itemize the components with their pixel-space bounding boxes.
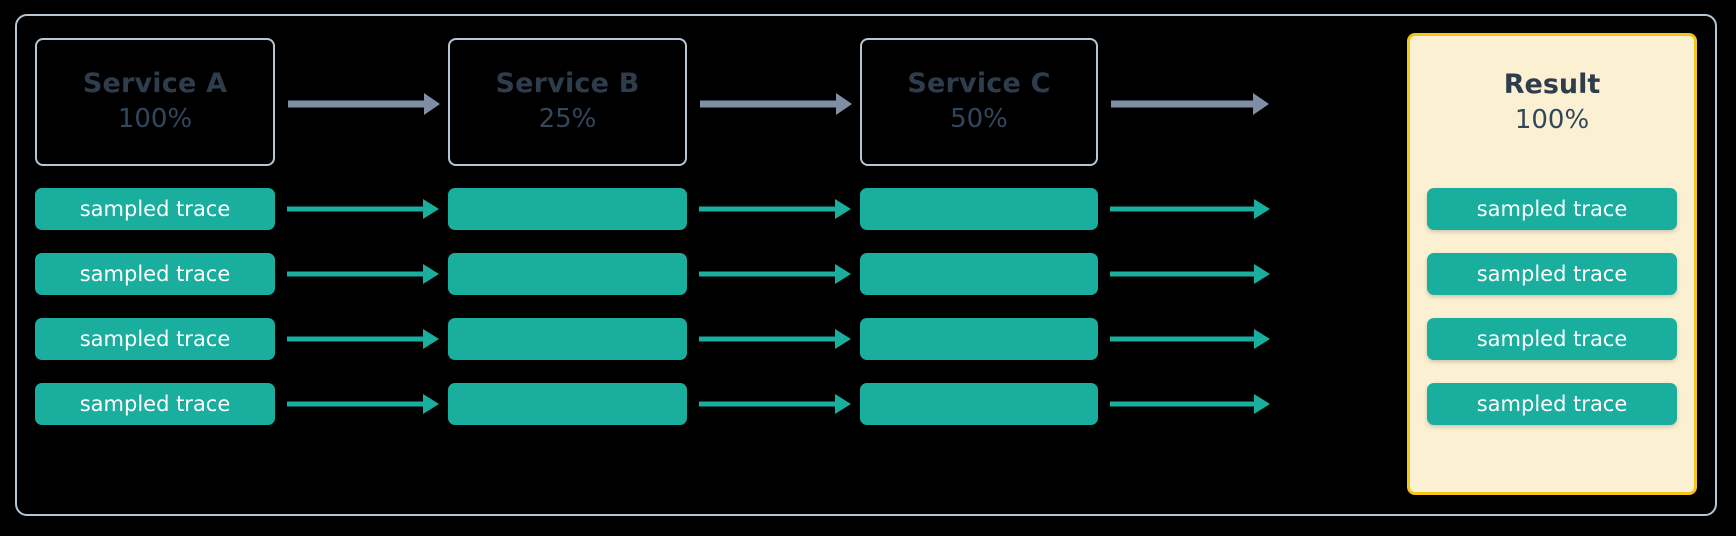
arrow-shaft [699,271,835,277]
trace-bar-row3-service-a: sampled trace [35,318,275,360]
arrow-head [1254,199,1270,219]
arrow-head [835,199,851,219]
arrow-shaft [699,401,835,407]
arrow-shaft [287,336,423,342]
arrow-head [836,93,852,115]
arrow-shaft [699,206,835,212]
trace-bar-row3-result: sampled trace [1427,318,1677,360]
arrow-shaft [699,336,835,342]
result-percent: 100% [1514,104,1590,135]
service-b-percent: 25% [538,104,597,135]
arrow-head [423,329,439,349]
trace-bar-row2-service-a: sampled trace [35,253,275,295]
arrow-head [1254,264,1270,284]
trace-bar-row1-result: sampled trace [1427,188,1677,230]
service-b-title: Service B [495,68,640,100]
arrow-head [835,264,851,284]
arrow-shaft [288,100,424,108]
trace-bar-row3-service-c [860,318,1098,360]
arrow-head [1254,394,1270,414]
trace-bar-row2-service-c [860,253,1098,295]
trace-bar-row4-service-a: sampled trace [35,383,275,425]
arrow-head [1254,329,1270,349]
trace-bar-row1-service-a: sampled trace [35,188,275,230]
trace-bar-row4-result: sampled trace [1427,383,1677,425]
service-c-percent: 50% [950,104,1008,135]
arrow-head [423,199,439,219]
service-c-title: Service C [907,68,1051,100]
arrow-head [835,394,851,414]
arrow-shaft [1111,100,1253,108]
arrow-head [423,394,439,414]
arrow-head [835,329,851,349]
service-box-service-c: Service C 50% [860,38,1098,166]
service-box-service-a: Service A 100% [35,38,275,166]
arrow-shaft [1110,401,1254,407]
arrow-shaft [287,401,423,407]
trace-bar-row4-service-c [860,383,1098,425]
trace-bar-row2-result: sampled trace [1427,253,1677,295]
arrow-head [424,93,440,115]
result-title: Result [1503,68,1601,100]
service-a-title: Service A [82,68,228,100]
arrow-head [1253,93,1269,115]
service-box-service-b: Service B 25% [448,38,687,166]
trace-bar-row4-service-b [448,383,687,425]
trace-bar-row1-service-c [860,188,1098,230]
arrow-shaft [700,100,836,108]
trace-bar-row2-service-b [448,253,687,295]
service-a-percent: 100% [117,104,193,135]
arrow-shaft [1110,271,1254,277]
trace-bar-row3-service-b [448,318,687,360]
arrow-head [423,264,439,284]
arrow-shaft [287,271,423,277]
arrow-shaft [1110,206,1254,212]
result-header: Result 100% [1410,36,1694,169]
trace-bar-row1-service-b [448,188,687,230]
arrow-shaft [1110,336,1254,342]
diagram-outer-frame [15,14,1717,516]
arrow-shaft [287,206,423,212]
